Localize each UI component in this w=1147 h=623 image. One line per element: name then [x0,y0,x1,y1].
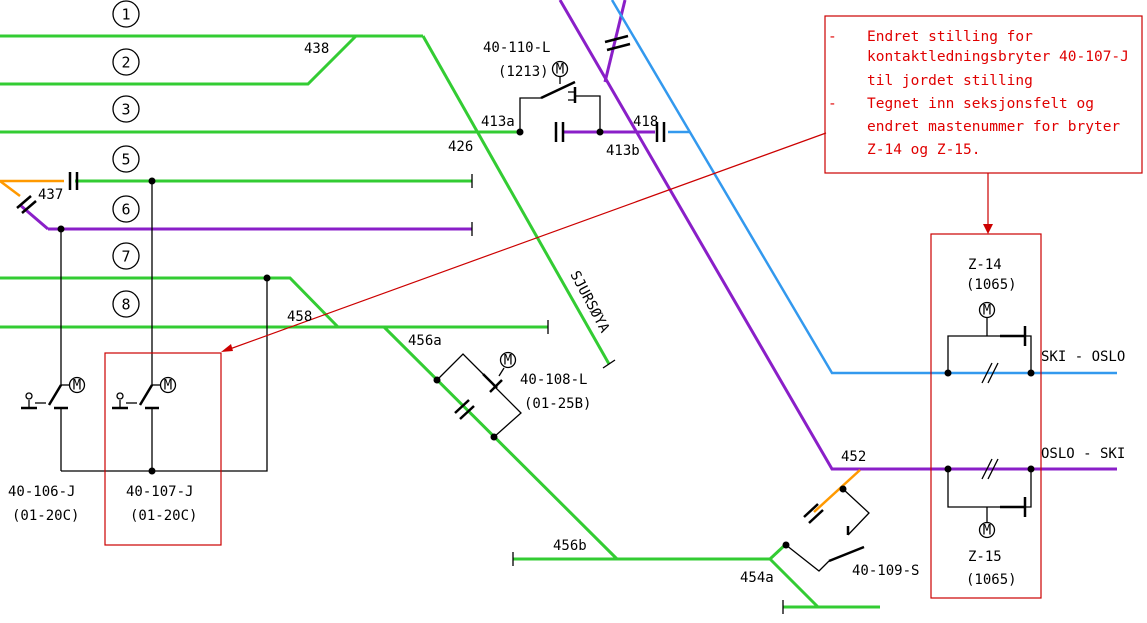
track-number-8: 8 [121,296,130,314]
purple-sections [19,0,1117,471]
svg-text:M: M [983,303,991,319]
svg-text:M: M [983,523,991,539]
switch-40-106-j: M [21,225,86,471]
revision-cloud-40-107-j [104,352,222,546]
label-z-14: Z-14 [968,257,1002,273]
revision-markings [104,15,1143,599]
track-number-7: 7 [121,248,130,266]
svg-text:-: - [828,29,837,45]
track-number-1: 1 [121,6,130,24]
code-z-15: (1065) [966,572,1017,588]
note-line-6: Z-14 og Z-15. [867,142,981,158]
motor-icon [159,376,177,394]
track-number-5: 5 [121,151,130,169]
label-40-106-j: 40-106-J [8,484,75,500]
label-40-110-l: 40-110-L [483,40,550,56]
note-line-4: Tegnet inn seksjonsfelt og [867,96,1094,112]
track-numbers: 1 2 3 5 6 7 8 [112,0,140,318]
switch-40-109-s [782,485,870,572]
label-438: 438 [304,41,329,57]
label-452: 452 [841,449,866,465]
label-413a: 413a [481,114,515,130]
label-40-109-s: 40-109-S [852,563,919,579]
label-z-15: Z-15 [968,549,1002,565]
motor-icon [978,301,996,319]
code-40-106-j: (01-20C) [12,508,79,524]
revision-note: - Endret stilling for kontaktledningsbry… [828,29,1129,158]
note-line-2: kontaktledningsbryter 40-107-J [867,49,1129,65]
revision-note-box [824,15,1143,174]
track-number-2: 2 [121,54,130,72]
switch-40-108-l: M [433,351,522,441]
switch-40-110-l: M [516,60,604,136]
orange-sections [0,179,861,513]
svg-text:M: M [504,353,512,369]
switch-z-15: M [944,458,1035,539]
svg-text:M: M [164,378,172,394]
label-oslo-ski: OSLO - SKI [1041,446,1125,462]
motor-icon [551,60,569,78]
svg-text:M: M [556,62,564,78]
track-number-6: 6 [121,201,130,219]
svg-text:-: - [828,96,837,112]
section-insulators [16,34,824,524]
label-426: 426 [448,139,473,155]
code-40-108-l: (01-25B) [524,396,591,412]
blue-sections [610,0,1117,375]
label-ski-oslo: SKI - OSLO [1041,349,1125,365]
label-413b: 413b [606,143,640,159]
note-line-3: til jordet stilling [867,73,1033,89]
label-418: 418 [633,114,658,130]
switch-labels: 40-110-L (1213) 40-108-L (01-25B) 40-109… [8,40,1017,588]
label-456b: 456b [553,538,587,554]
revision-cloud-z-switches [930,233,1042,599]
label-454a: 454a [740,570,774,586]
motor-icon [978,521,996,539]
note-line-1: Endret stilling for [867,29,1033,45]
label-458: 458 [287,309,312,325]
note-line-5: endret mastenummer for bryter [867,119,1120,135]
switch-z-14: M [944,301,1035,384]
label-437: 437 [38,187,63,203]
switch-40-107-j: M [112,177,177,471]
code-z-14: (1065) [966,277,1017,293]
label-456a: 456a [408,333,442,349]
svg-text:M: M [73,378,81,394]
code-40-107-j: (01-20C) [130,508,197,524]
motor-icon [68,376,86,394]
green-sections [0,34,880,614]
label-40-108-l: 40-108-L [520,372,587,388]
earth-bus [61,274,271,475]
code-40-110-l: (1213) [498,64,549,80]
track-number-3: 3 [121,101,130,119]
motor-icon [499,351,517,369]
label-40-107-j: 40-107-J [126,484,193,500]
